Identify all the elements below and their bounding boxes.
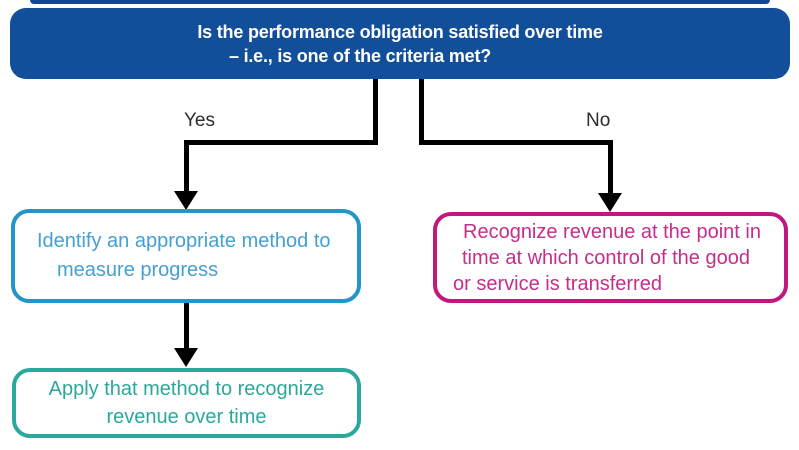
connector-right-horizontal [419, 140, 613, 145]
no-branch-label: No [586, 110, 611, 131]
connector-right-vertical [419, 79, 424, 145]
apply-method-box: Apply that method to recognize revenue o… [12, 368, 361, 438]
recognize-revenue-box: Recognize revenue at the point in time a… [433, 212, 788, 303]
identify-method-line-2: measure progress [57, 259, 219, 281]
yes-branch-label: Yes [184, 110, 215, 131]
identify-method-box: Identify an appropriate method to measur… [11, 209, 361, 303]
connector-right-drop [608, 140, 613, 195]
top-edge-strip [30, 0, 770, 4]
question-line-2: – i.e., is one of the criteria met? [228, 45, 492, 66]
identify-method-line-1: Identify an appropriate method to [37, 230, 331, 252]
arrowhead-right-icon [598, 193, 622, 212]
question-line-1: Is the performance obligation satisfied … [197, 21, 603, 42]
connector-middle-vertical [184, 303, 189, 350]
recognize-revenue-line-2: time at which control of the good [462, 246, 750, 269]
apply-method-line-1: Apply that method to recognize [48, 378, 325, 400]
arrowhead-middle-icon [174, 348, 198, 367]
arrowhead-left-icon [174, 191, 198, 210]
connector-left-drop [184, 140, 189, 194]
connector-left-horizontal [184, 140, 378, 145]
connector-left-vertical [373, 79, 378, 145]
recognize-revenue-line-3: or service is transferred [453, 272, 662, 295]
recognize-revenue-line-1: Recognize revenue at the point in [463, 220, 761, 243]
question-box: Is the performance obligation satisfied … [10, 8, 790, 79]
apply-method-line-2: revenue over time [106, 406, 267, 428]
